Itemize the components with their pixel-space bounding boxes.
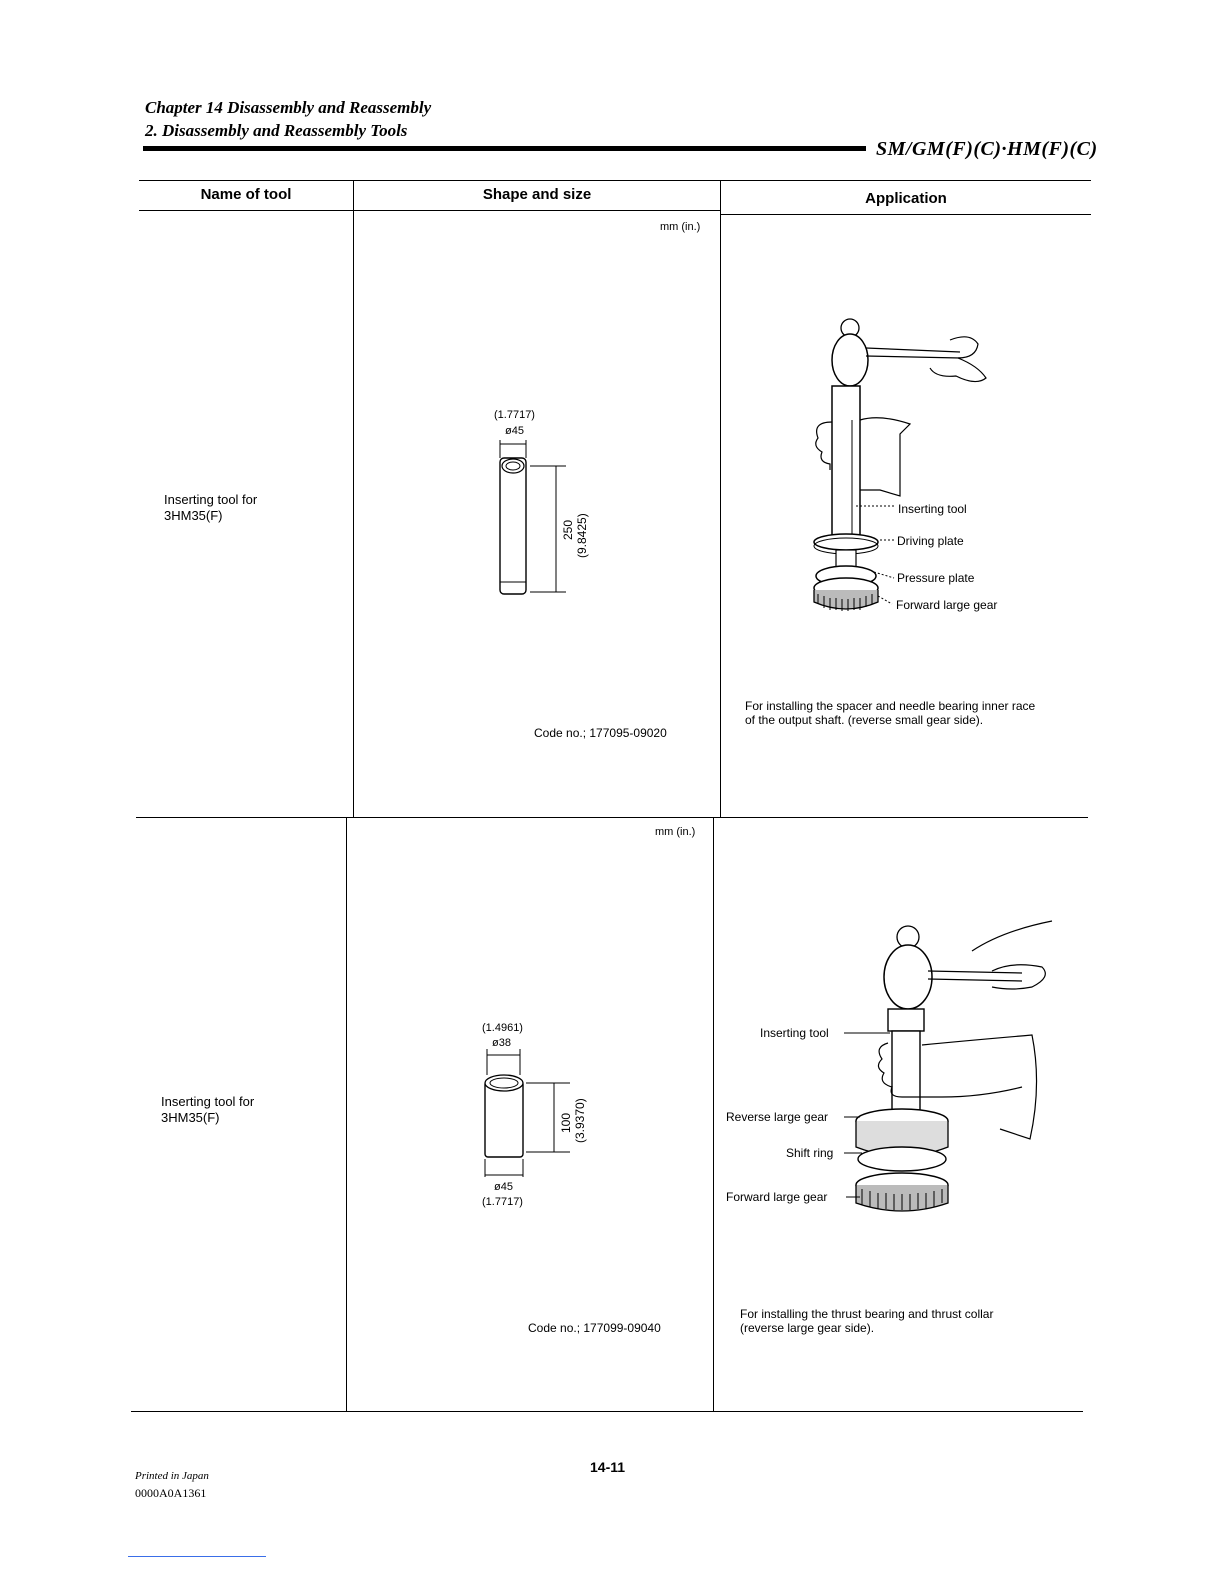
tool-name: Inserting tool for 3HM35(F) bbox=[161, 1094, 255, 1125]
tool-drawing-2: (1.4961) ø38 100 (3.9370) ø45 (1.7717) bbox=[482, 1022, 587, 1208]
application-text: For installing the thrust bearing and th… bbox=[740, 1307, 994, 1335]
printed-in-label: Printed in Japan bbox=[135, 1470, 209, 1482]
dim-dia-mm: ø45 bbox=[505, 425, 524, 437]
dim-dia-in: (1.7717) bbox=[494, 409, 535, 421]
callout-label: Forward large gear bbox=[726, 1190, 827, 1204]
section-title: 2. Disassembly and Reassembly Tools bbox=[145, 121, 408, 140]
table-top-rule bbox=[139, 180, 1091, 181]
callout-label: Shift ring bbox=[786, 1146, 833, 1160]
callout-label: Pressure plate bbox=[897, 571, 975, 585]
chapter-heading: Chapter 14 Disassembly and Reassembly 2.… bbox=[145, 96, 431, 142]
callout-label: Reverse large gear bbox=[726, 1110, 828, 1124]
callout-label: Driving plate bbox=[897, 534, 964, 548]
unit-label: mm (in.) bbox=[655, 826, 696, 838]
col-header-name: Name of tool bbox=[200, 186, 292, 203]
dim-bot-in: (1.7717) bbox=[482, 1196, 523, 1208]
col-divider-2a bbox=[720, 180, 721, 817]
tool-name: Inserting tool for 3HM35(F) bbox=[164, 492, 258, 523]
application-illustration-2: Inserting tool Reverse large gear Shift … bbox=[726, 920, 1053, 1212]
code-number: Code no.; 177095-09020 bbox=[534, 726, 667, 740]
dim-len-in: (3.9370) bbox=[573, 1098, 587, 1143]
header-bottom-rule-right bbox=[721, 214, 1091, 215]
col-divider-1a bbox=[353, 180, 354, 817]
row-divider bbox=[136, 817, 1088, 818]
table-bottom-rule bbox=[131, 1411, 1083, 1412]
application-illustration-1: Inserting tool Driving plate Pressure pl… bbox=[813, 318, 997, 612]
header-bottom-rule-left bbox=[139, 210, 721, 211]
callout-label: Inserting tool bbox=[760, 1026, 829, 1040]
application-text: For installing the spacer and needle bea… bbox=[745, 699, 1036, 727]
dim-bot-mm: ø45 bbox=[494, 1181, 513, 1193]
code-number: Code no.; 177099-09040 bbox=[528, 1321, 661, 1335]
model-label: SM/GM(F)(C)·HM(F)(C) bbox=[876, 138, 1098, 160]
dim-len-in: (9.8425) bbox=[575, 513, 589, 558]
col-divider-2b bbox=[713, 817, 714, 1411]
callout-label: Forward large gear bbox=[896, 598, 997, 612]
col-divider-1b bbox=[346, 817, 347, 1411]
header-rule bbox=[143, 146, 866, 151]
callout-label: Inserting tool bbox=[898, 502, 967, 516]
col-header-application: Application bbox=[865, 190, 947, 207]
dim-top-mm: ø38 bbox=[492, 1037, 511, 1049]
page-number: 14-11 bbox=[590, 1459, 626, 1475]
chapter-title: Chapter 14 Disassembly and Reassembly bbox=[145, 98, 432, 117]
bottom-blue-rule bbox=[128, 1556, 266, 1557]
dim-top-in: (1.4961) bbox=[482, 1022, 523, 1034]
tool-drawing-1: (1.7717) ø45 250 (9.8425) bbox=[494, 409, 589, 595]
col-header-shape: Shape and size bbox=[482, 186, 592, 203]
dim-len-mm: 250 bbox=[561, 520, 575, 540]
unit-label: mm (in.) bbox=[660, 221, 701, 233]
dim-len-mm: 100 bbox=[559, 1113, 573, 1133]
document-code: 0000A0A1361 bbox=[135, 1486, 207, 1500]
